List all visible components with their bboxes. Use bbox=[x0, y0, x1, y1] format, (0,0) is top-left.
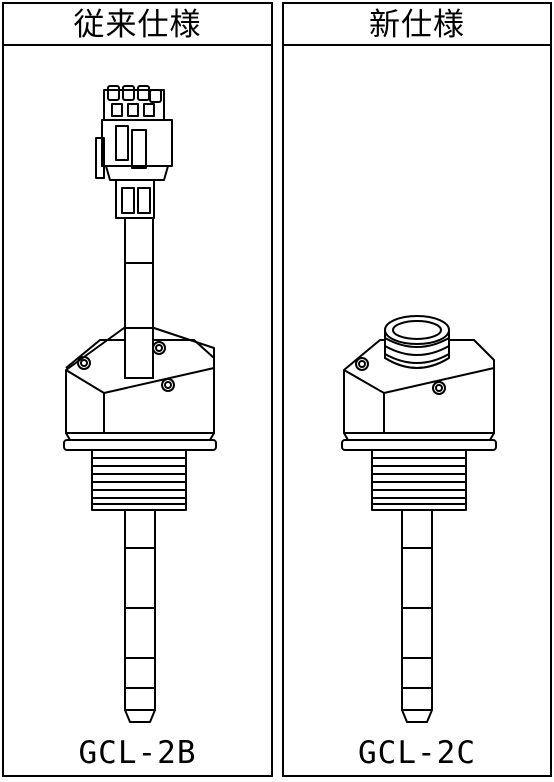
thread bbox=[91, 449, 187, 511]
probe bbox=[401, 509, 433, 723]
panel-title-new: 新仕様 bbox=[284, 4, 550, 46]
probe bbox=[124, 509, 156, 723]
panel-new: 新仕様 bbox=[282, 2, 552, 777]
sensor-drawing-gcl-2b bbox=[63, 85, 217, 723]
panel-title-conventional: 従来仕様 bbox=[4, 4, 271, 46]
hex-body bbox=[341, 339, 497, 451]
panel-conventional: 従来仕様 bbox=[2, 2, 273, 777]
cable-plug-connector bbox=[95, 85, 173, 219]
thread bbox=[371, 449, 467, 511]
model-label-conventional: GCL-2B bbox=[78, 735, 197, 771]
model-label-new: GCL-2C bbox=[358, 735, 476, 771]
threaded-receptacle-connector bbox=[384, 315, 450, 369]
sensor-drawing-gcl-2c bbox=[341, 315, 497, 723]
hex-body bbox=[63, 327, 217, 451]
